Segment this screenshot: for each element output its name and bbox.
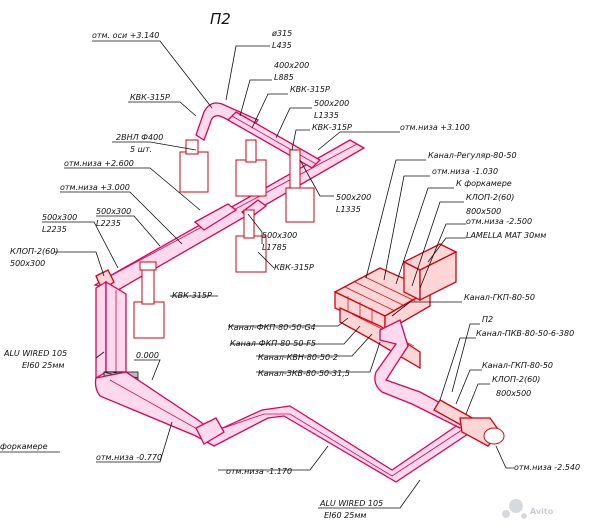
label-ei-left: EI60 25мм bbox=[22, 361, 64, 370]
watermark-logo-icon bbox=[509, 499, 523, 513]
label-otm-niza-m2500: отм.низа -2.500 bbox=[466, 217, 532, 226]
label-kanal-kvn: Канал-КВН-80-50-2 bbox=[258, 353, 338, 362]
label-alu-bottom: ALU WIRED 105 bbox=[319, 499, 383, 508]
label-l1335-a: L1335 bbox=[314, 111, 339, 120]
label-otm-niza-m0770: отм.низа -0.770 bbox=[96, 453, 162, 462]
label-otm-niza-3100: отм.низа +3.100 bbox=[400, 123, 470, 132]
label-l1785: L1785 bbox=[262, 243, 287, 252]
label-otm-niza-2600: отм.низа +2.600 bbox=[64, 159, 134, 168]
label-l1335-b: L1335 bbox=[336, 205, 361, 214]
label-size-800x500-a: 800x500 bbox=[466, 207, 501, 216]
label-size-500x300-b: 500x300 bbox=[96, 207, 131, 216]
riser-duct bbox=[95, 280, 139, 382]
label-diameter: ø315 bbox=[271, 29, 292, 38]
label-kvk-3: КВК-315Р bbox=[312, 123, 352, 132]
label-otm-niza-3000: отм.низа +3.000 bbox=[60, 183, 130, 192]
label-lamella: LAMELLA MAT 30мм bbox=[466, 231, 546, 240]
air-handling-unit bbox=[333, 243, 505, 447]
label-kanal-regulyar: Канал-Регуляр-80-50 bbox=[428, 151, 517, 160]
label-forkamera-left: форкамере bbox=[0, 442, 48, 451]
label-l2235-a: L2235 bbox=[42, 225, 67, 234]
label-size-500x300-a: 500x300 bbox=[42, 213, 77, 222]
label-size-500x300-c: 500x300 bbox=[262, 231, 297, 240]
label-size-500x200-b: 500x200 bbox=[336, 193, 371, 202]
label-otm-niza-m2540: отм.низа -2.540 bbox=[514, 463, 580, 472]
label-klop-left: КЛОП-2(60) bbox=[10, 247, 58, 256]
label-klop-right-2: КЛОП-2(60) bbox=[492, 375, 540, 384]
label-kvk-2: КВК-315Р bbox=[290, 85, 330, 94]
watermark-text: Avito bbox=[530, 507, 554, 516]
lower-duct bbox=[94, 371, 482, 483]
label-kvk-1: КВК-315Р bbox=[130, 93, 170, 102]
label-kvk-5: КВК-315Р bbox=[274, 263, 314, 272]
scheme-title: П2 bbox=[210, 10, 231, 28]
label-klop-right-1: КЛОП-2(60) bbox=[466, 193, 514, 202]
leader-lines bbox=[0, 40, 514, 509]
watermark: Avito bbox=[502, 499, 554, 519]
label-vnl: 2ВНЛ Ф400 bbox=[116, 133, 163, 142]
label-zero-level: 0.000 bbox=[136, 351, 159, 360]
label-kanal-pkv: Канал-ПКВ-80-50-6-380 bbox=[476, 329, 574, 338]
label-kanal-gkp-2: Канал-ГКП-80-50 bbox=[482, 361, 553, 370]
label-size-400x200: 400x200 bbox=[274, 61, 309, 70]
label-kanal-gkp-1: Канал-ГКП-80-50 bbox=[464, 293, 535, 302]
diffuser-units bbox=[133, 139, 315, 339]
label-otm-niza-m1030: отм.низа -1.030 bbox=[432, 167, 498, 176]
label-size-800x500-b: 800x500 bbox=[496, 389, 531, 398]
label-ei-bottom: EI60 25мм bbox=[324, 511, 366, 520]
label-l2235-b: L2235 bbox=[96, 219, 121, 228]
label-vnl-count: 5 шт. bbox=[130, 145, 152, 154]
label-l435: L435 bbox=[272, 41, 292, 50]
label-alu-left: ALU WIRED 105 bbox=[3, 349, 67, 358]
label-otm-niza-m1170: отм.низа -1.170 bbox=[226, 467, 292, 476]
label-p2-small: П2 bbox=[482, 315, 493, 324]
label-k-forkamere: К форкамере bbox=[456, 179, 512, 188]
label-kanal-fkp-f5: Канал-ФКП-80-50-F5 bbox=[230, 339, 316, 348]
label-otm-osi: отм. оси +3.140 bbox=[92, 31, 159, 40]
label-size-500x200-a: 500x200 bbox=[314, 99, 349, 108]
label-kvk-4: КВК-315Р bbox=[172, 291, 212, 300]
labels: П2 отм. оси +3.140 ø315 L435 400x200 L88… bbox=[0, 10, 580, 520]
label-l885: L885 bbox=[274, 73, 294, 82]
label-kanal-zkv: Канал-ЗКВ-80-50-31,5 bbox=[258, 369, 350, 378]
label-klop-left-size: 500x300 bbox=[10, 259, 45, 268]
label-kanal-fkp-g4: Канал-ФКП-80-50-G4 bbox=[228, 323, 316, 332]
